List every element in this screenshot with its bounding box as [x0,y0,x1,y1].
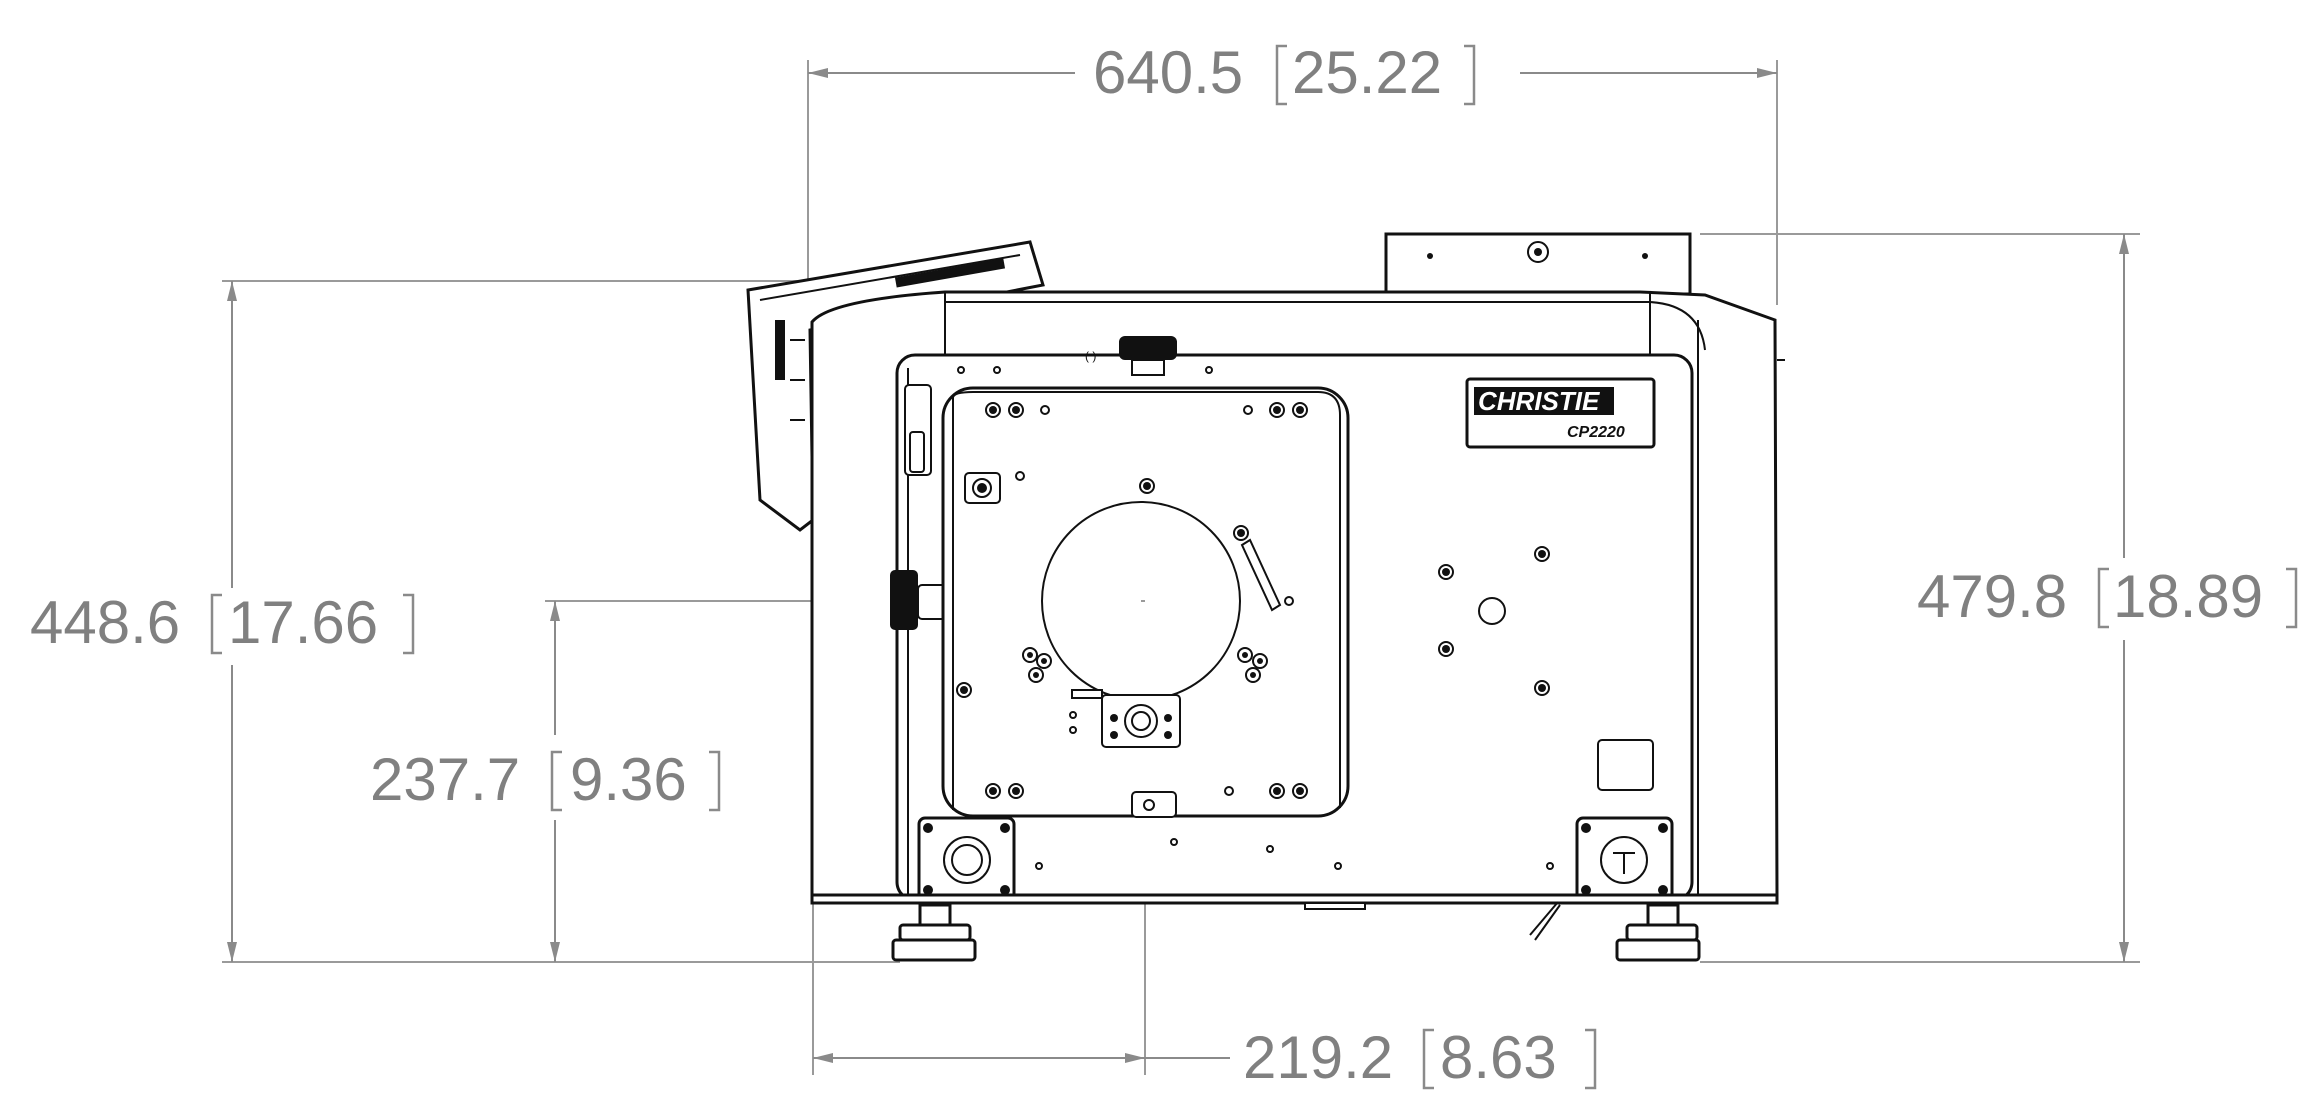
dim-height-overall-in: 18.89 [2113,563,2263,630]
adjustable-foot-icon [891,903,977,962]
dimension-lens-center-height: 237.7 9.36 [370,746,721,813]
screw-cluster-right [1237,647,1268,683]
brand-logo: CHRISTIE [1478,386,1600,416]
dim-height-overall-mm: 479.8 [1917,563,2067,630]
dim-lens-height-mm: 237.7 [370,746,520,813]
adjustable-foot-right [1615,903,1701,962]
dimension-height-overall: 479.8 18.89 [1917,563,2298,630]
dim-lens-offset-in: 8.63 [1440,1024,1557,1091]
dimension-lines [227,68,2129,1063]
dim-lens-height-in: 9.36 [570,746,687,813]
dimension-height-body: 448.6 17.66 [30,589,415,656]
dim-lens-offset-mm: 219.2 [1243,1024,1393,1091]
projector-body: ( ) [746,232,1785,962]
dim-height-body-mm: 448.6 [30,589,180,656]
dim-width-mm: 640.5 [1093,39,1243,106]
dimension-lens-center-offset: 219.2 8.63 [1243,1024,1597,1091]
model-label: CP2220 [1567,424,1625,441]
dim-height-body-in: 17.66 [228,589,378,656]
screw-cluster-left [1022,647,1052,683]
foot-base-left [917,816,1016,902]
brand-badge: CHRISTIE CP2220 [1465,377,1656,449]
foot-base-right [1575,816,1674,902]
svg-text:( ): ( ) [1085,349,1096,363]
dim-width-in: 25.22 [1292,39,1442,106]
right-panel-features [957,366,1654,870]
plate-screws [956,402,1308,799]
dimension-width-overall: 640.5 25.22 [1093,39,1476,106]
